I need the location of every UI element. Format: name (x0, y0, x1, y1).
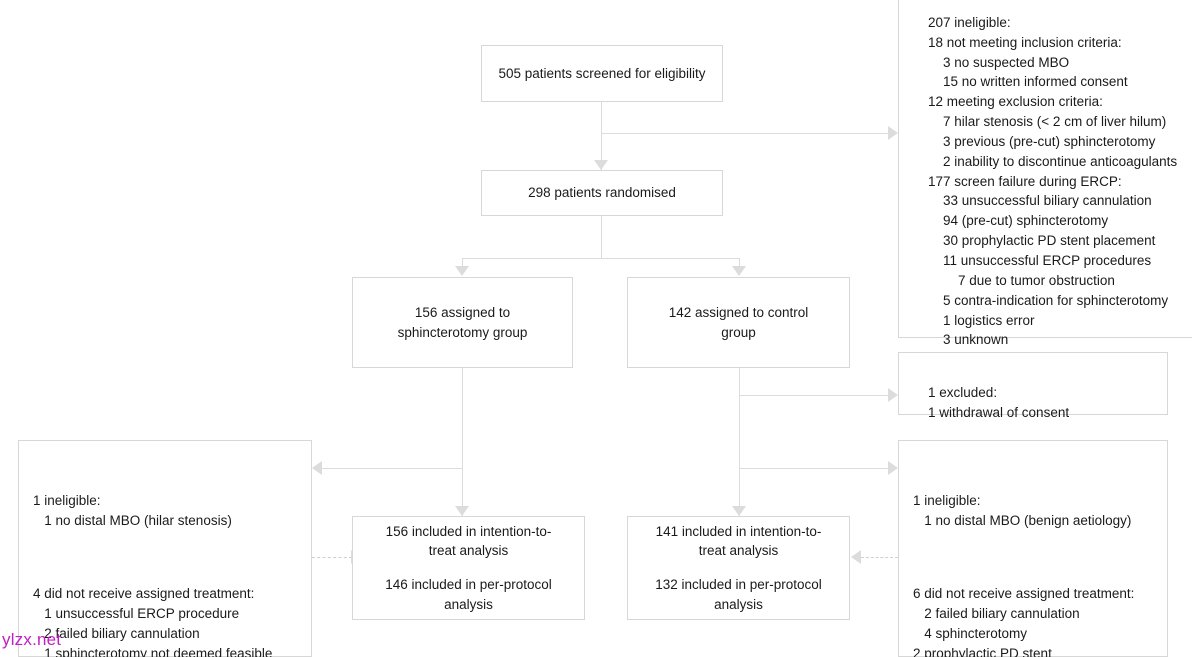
connector-sphincterotomy-to-analysis (462, 368, 463, 516)
node-sphincterotomy-deviations-treatment: 4 did not receive assigned treatment: 1 … (33, 586, 273, 657)
node-sphincterotomy-analysis-pp: 146 included in per-protocol analysis (385, 575, 552, 614)
arrowhead-sphincterotomy-to-deviations (312, 461, 322, 475)
node-excluded-control-text: 1 excluded: 1 withdrawal of consent (928, 384, 1070, 420)
node-sphincterotomy-deviations: 1 ineligible: 1 no distal MBO (hilar ste… (18, 440, 312, 657)
node-screened: 505 patients screened for eligibility (481, 45, 723, 102)
connector-screened-to-ineligible (601, 133, 889, 134)
node-control-deviations-ineligible: 1 ineligible: 1 no distal MBO (benign ae… (913, 492, 1132, 528)
node-control-analysis: 141 included in intention-to- treat anal… (627, 516, 850, 620)
connector-screened-to-randomised (601, 102, 602, 170)
arrowhead-control-to-excluded (888, 388, 898, 402)
site-watermark: ylzx.net (2, 630, 62, 649)
node-sphincterotomy-group-line1: 156 assigned to (414, 304, 511, 320)
node-control-group-line2: group (721, 324, 756, 340)
node-ineligible-screening-text: 207 ineligible: 18 not meeting inclusion… (928, 14, 1178, 348)
pp-line2: analysis (444, 596, 493, 612)
node-control-analysis-pp: 132 included in per-protocol analysis (655, 575, 822, 614)
connector-to-sphincterotomy-group (462, 258, 463, 270)
pp-line1: 146 included in per-protocol (385, 577, 552, 592)
arrowhead-deviations-to-control-analysis (851, 550, 861, 564)
arrowhead-to-sphincterotomy-group (455, 266, 469, 276)
connector-randomisation-split (462, 258, 740, 259)
itt-line2: treat analysis (698, 543, 779, 559)
connector-to-control-group (739, 258, 740, 270)
node-sphincterotomy-analysis: 156 included in intention-to- treat anal… (352, 516, 585, 620)
node-control-deviations: 1 ineligible: 1 no distal MBO (benign ae… (898, 440, 1168, 657)
connector-deviations-to-sphincterotomy-analysis (312, 557, 352, 558)
connector-deviations-to-control-analysis (861, 557, 898, 558)
arrowhead-control-to-analysis (732, 506, 746, 516)
node-randomised-label: 298 patients randomised (528, 185, 676, 201)
node-sphincterotomy-group: 156 assigned to sphincterotomy group (352, 277, 573, 368)
node-control-group-line1: 142 assigned to control (668, 304, 809, 320)
arrowhead-screened-to-randomised (594, 160, 608, 170)
node-control-deviations-treatment: 6 did not receive assigned treatment: 2 … (913, 586, 1135, 657)
itt-line1: 156 included in intention-to- (385, 523, 552, 539)
node-excluded-control: 1 excluded: 1 withdrawal of consent (898, 352, 1168, 420)
node-control-group: 142 assigned to control group (627, 277, 850, 368)
node-sphincterotomy-analysis-itt: 156 included in intention-to- treat anal… (386, 522, 552, 561)
node-control-analysis-itt: 141 included in intention-to- treat anal… (656, 522, 822, 561)
connector-control-to-analysis (739, 368, 740, 516)
arrowhead-control-to-deviations (888, 461, 898, 475)
itt-line1: 141 included in intention-to- (655, 523, 822, 539)
connector-randomised-stem (601, 216, 602, 258)
pp-line1: 132 included in per-protocol (655, 577, 822, 592)
node-sphincterotomy-deviations-ineligible: 1 ineligible: 1 no distal MBO (hilar ste… (33, 492, 232, 528)
connector-control-to-deviations (739, 468, 889, 469)
arrowhead-sphincterotomy-to-analysis (455, 506, 469, 516)
node-sphincterotomy-group-line2: sphincterotomy group (397, 324, 528, 340)
node-ineligible-screening: 207 ineligible: 18 not meeting inclusion… (898, 0, 1192, 347)
node-randomised: 298 patients randomised (481, 170, 723, 216)
node-screened-label: 505 patients screened for eligibility (498, 65, 706, 81)
arrowhead-to-control-group (732, 266, 746, 276)
connector-sphincterotomy-to-deviations (322, 468, 462, 469)
pp-line2: analysis (714, 596, 763, 612)
arrowhead-screened-to-ineligible (888, 126, 898, 140)
connector-control-to-excluded (739, 395, 889, 396)
itt-line2: treat analysis (428, 543, 509, 559)
